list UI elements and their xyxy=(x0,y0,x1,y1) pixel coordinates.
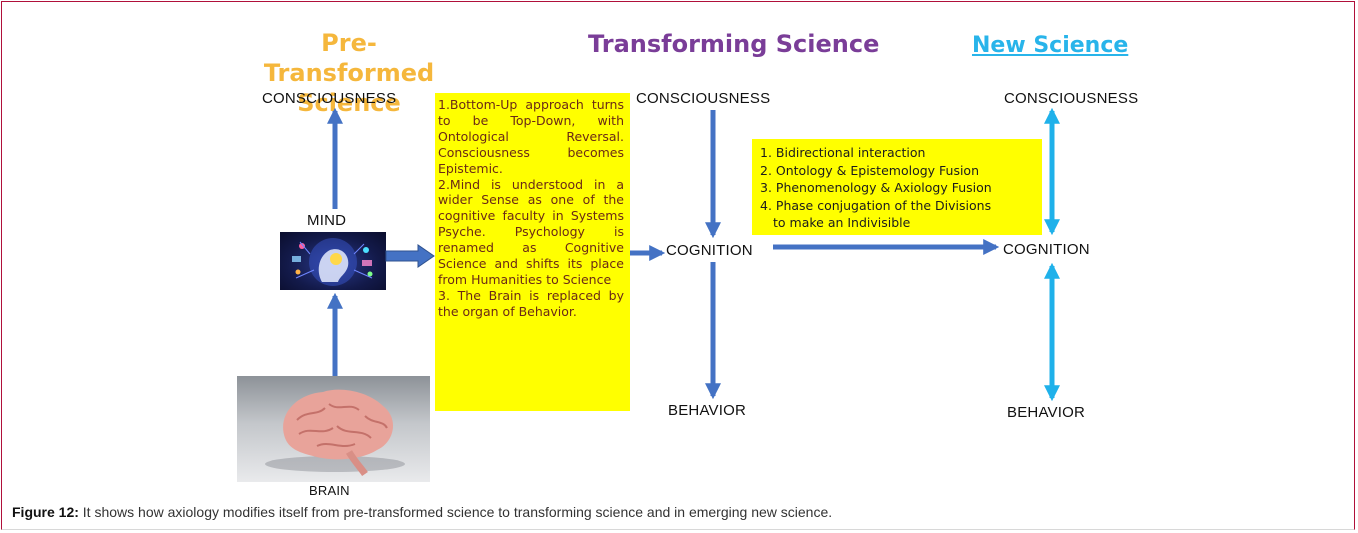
new-science-note-3: 3. Phenomenology & Axiology Fusion xyxy=(760,180,992,195)
transforming-consciousness-label: CONSCIOUSNESS xyxy=(636,90,771,107)
new-cognition-label: COGNITION xyxy=(1003,241,1090,258)
caption-label: Figure 12: xyxy=(12,504,79,520)
new-science-note-5: to make an Indivisible xyxy=(773,215,911,230)
transforming-note-2: 2.Mind is understood in a wider Sense as… xyxy=(438,176,624,287)
transforming-note-1: 1.Bottom-Up approach turns to be Top-Dow… xyxy=(438,97,624,176)
pre-brain-label: BRAIN xyxy=(309,483,350,498)
new-science-note-1: 1. Bidirectional interaction xyxy=(760,145,926,160)
arrow-mind-to-notes xyxy=(385,244,435,268)
figure-caption: Figure 12: It shows how axiology modifie… xyxy=(12,504,832,520)
new-science-note-4: 4. Phase conjugation of the Divisions xyxy=(760,197,992,213)
transforming-behavior-label: BEHAVIOR xyxy=(668,402,747,419)
transforming-notes-box: 1.Bottom-Up approach turns to be Top-Dow… xyxy=(435,93,630,411)
new-science-notes-box: 1. Bidirectional interaction 2. Ontology… xyxy=(752,139,1042,235)
caption-text: It shows how axiology modifies itself fr… xyxy=(78,504,833,520)
heading-pre-transformed: Pre-Transformed Science xyxy=(263,29,435,117)
heading-transforming: Transforming Science xyxy=(588,30,880,58)
new-science-note-2: 2. Ontology & Epistemology Fusion xyxy=(760,162,980,178)
pre-mind-label: MIND xyxy=(307,212,347,229)
pre-consciousness-label: CONSCIOUSNESS xyxy=(262,90,397,107)
transforming-note-3: 3. The Brain is replaced by the organ of… xyxy=(438,287,624,319)
mind-illustration xyxy=(280,232,386,290)
brain-illustration xyxy=(237,376,430,482)
new-consciousness-label: CONSCIOUSNESS xyxy=(1004,90,1139,107)
new-behavior-label: BEHAVIOR xyxy=(1007,404,1086,421)
transforming-cognition-label: COGNITION xyxy=(666,242,753,259)
heading-new-science: New Science xyxy=(972,33,1129,58)
